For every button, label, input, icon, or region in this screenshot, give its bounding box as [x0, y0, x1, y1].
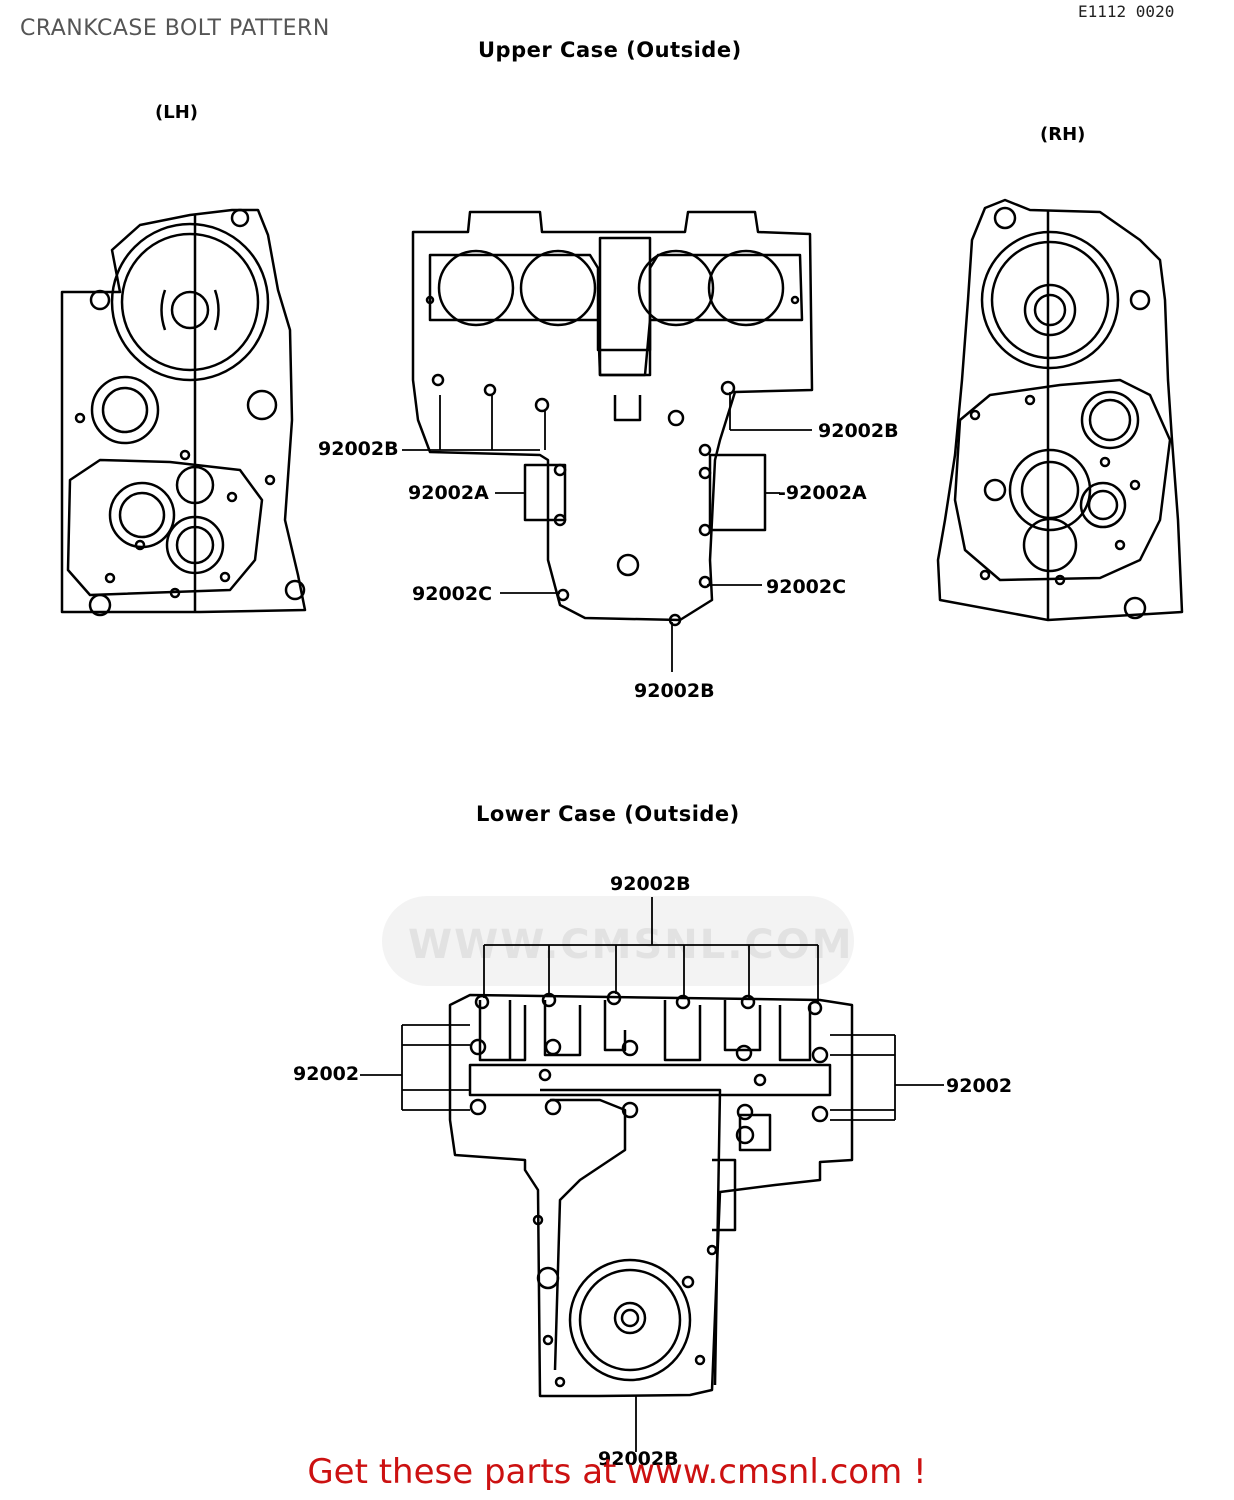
reference-code: E1112 0020: [1078, 2, 1175, 21]
lower-case-drawing: [448, 990, 854, 1398]
callout-92002-lower-left: 92002: [293, 1063, 360, 1085]
callout-92002c-left: 92002C: [412, 583, 493, 605]
callout-92002b-lower-bottom: 92002B: [598, 1448, 679, 1470]
callout-92002b-right: 92002B: [818, 420, 899, 442]
upper-case-center-drawing: [411, 210, 814, 627]
lower-case-heading: Lower Case (Outside): [476, 802, 740, 826]
callout-92002-lower-right: 92002: [946, 1075, 1013, 1097]
callout-92002b-lower-top: 92002B: [610, 873, 691, 895]
page-title: CRANKCASE BOLT PATTERN: [20, 16, 330, 41]
footer-link-text[interactable]: Get these parts at www.cmsnl.com !: [307, 1452, 927, 1492]
upper-leader-lines: [402, 392, 812, 672]
lh-case-drawing: [60, 208, 307, 617]
callout-92002c-right: 92002C: [766, 576, 847, 598]
rh-case-drawing: [936, 198, 1184, 622]
callout-92002a-left: 92002A: [408, 482, 489, 504]
callout-92002b-left: 92002B: [318, 438, 399, 460]
upper-case-heading: Upper Case (Outside): [478, 38, 742, 62]
callout-92002a-right: -92002A: [778, 482, 867, 504]
rh-label: (RH): [1040, 124, 1086, 145]
watermark-badge: [382, 896, 854, 986]
lh-label: (LH): [155, 102, 198, 123]
callout-92002b-bottom: 92002B: [634, 680, 715, 702]
lower-leader-lines: [360, 897, 944, 1452]
footer-link[interactable]: Get these parts at www.cmsnl.com !: [0, 1452, 1234, 1492]
